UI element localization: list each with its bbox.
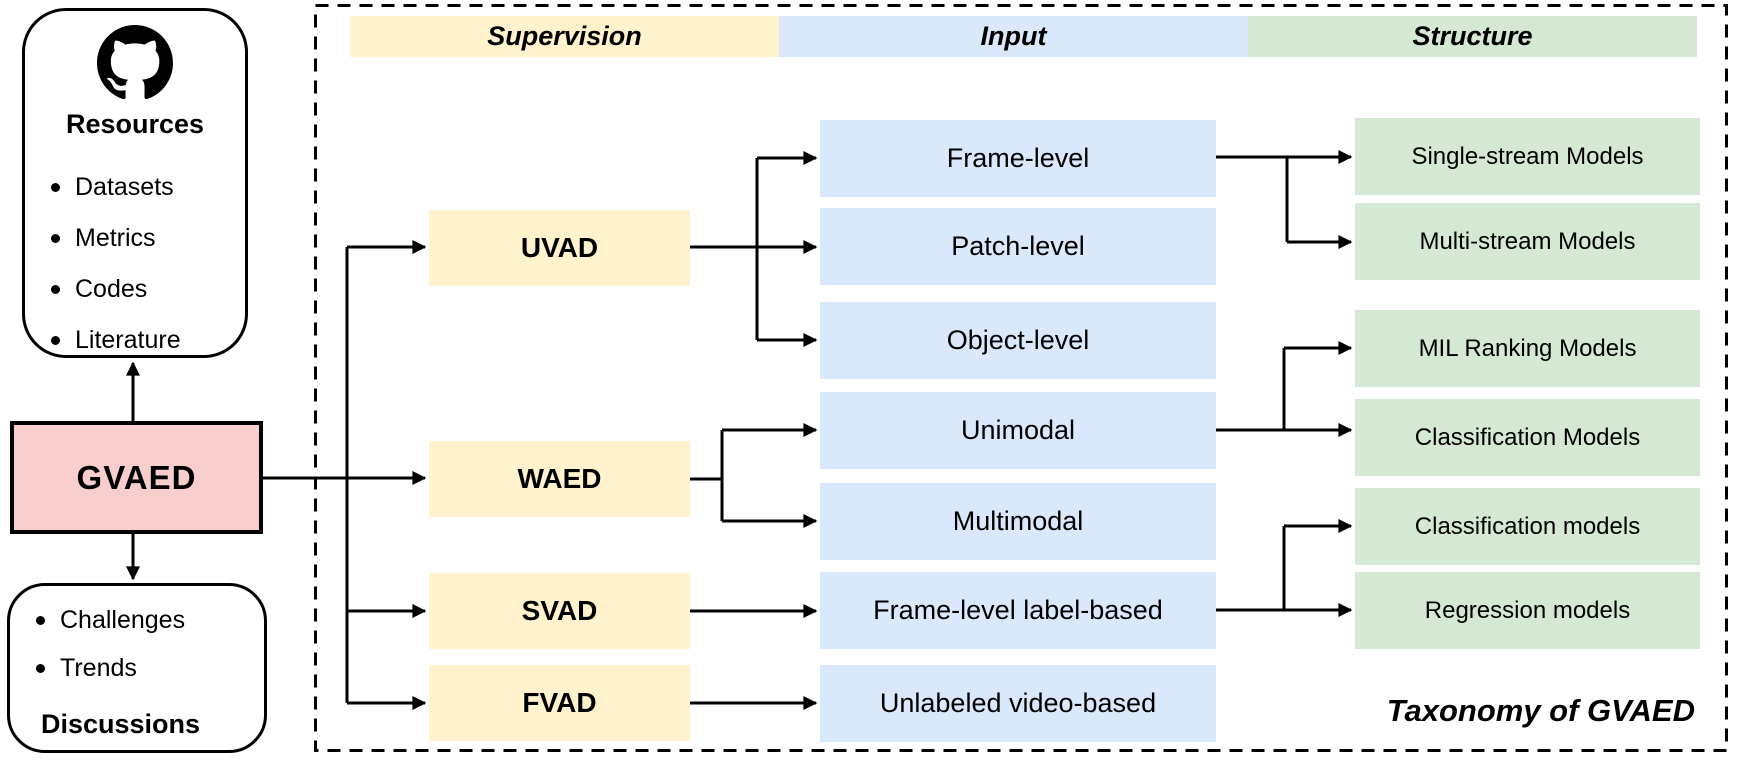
resources-list: Datasets Metrics Codes Literature bbox=[25, 150, 245, 354]
node-regression-models: Regression models bbox=[1355, 572, 1700, 649]
list-item-codes: Codes bbox=[25, 275, 245, 303]
node-multimodal: Multimodal bbox=[820, 483, 1216, 560]
header-structure: Structure bbox=[1248, 16, 1697, 57]
header-supervision: Supervision bbox=[350, 16, 779, 57]
list-item-trends: Trends bbox=[10, 654, 264, 682]
node-waed: WAED bbox=[429, 441, 690, 517]
resources-title: Resources bbox=[65, 109, 205, 139]
discussions-list: Challenges Trends bbox=[10, 606, 264, 682]
node-object-level: Object-level bbox=[820, 302, 1216, 379]
node-mil-ranking-models: MIL Ranking Models bbox=[1355, 310, 1700, 387]
node-frame-level-label-based: Frame-level label-based bbox=[820, 572, 1216, 649]
discussions-title: Discussions bbox=[41, 709, 201, 739]
github-icon bbox=[97, 25, 173, 100]
node-patch-level: Patch-level bbox=[820, 208, 1216, 285]
resources-panel: Resources Datasets Metrics Codes Literat… bbox=[22, 8, 248, 358]
node-fvad: FVAD bbox=[429, 665, 690, 741]
node-classification-models-svad: Classification models bbox=[1355, 488, 1700, 565]
node-multi-stream-models: Multi-stream Models bbox=[1355, 203, 1700, 280]
discussions-panel: Challenges Trends Discussions bbox=[7, 583, 267, 753]
gvaed-root-node: GVAED bbox=[10, 421, 263, 534]
node-uvad: UVAD bbox=[429, 210, 690, 286]
node-unlabeled-video-based: Unlabeled video-based bbox=[820, 665, 1216, 742]
list-item-literature: Literature bbox=[25, 326, 245, 354]
list-item-datasets: Datasets bbox=[25, 173, 245, 201]
node-unimodal: Unimodal bbox=[820, 392, 1216, 469]
list-item-metrics: Metrics bbox=[25, 224, 245, 252]
node-frame-level: Frame-level bbox=[820, 120, 1216, 197]
header-input: Input bbox=[779, 16, 1248, 57]
list-item-challenges: Challenges bbox=[10, 606, 264, 634]
node-classification-models-waed: Classification Models bbox=[1355, 399, 1700, 476]
node-svad: SVAD bbox=[429, 573, 690, 649]
node-single-stream-models: Single-stream Models bbox=[1355, 118, 1700, 195]
figure-caption: Taxonomy of GVAED bbox=[1386, 693, 1695, 728]
